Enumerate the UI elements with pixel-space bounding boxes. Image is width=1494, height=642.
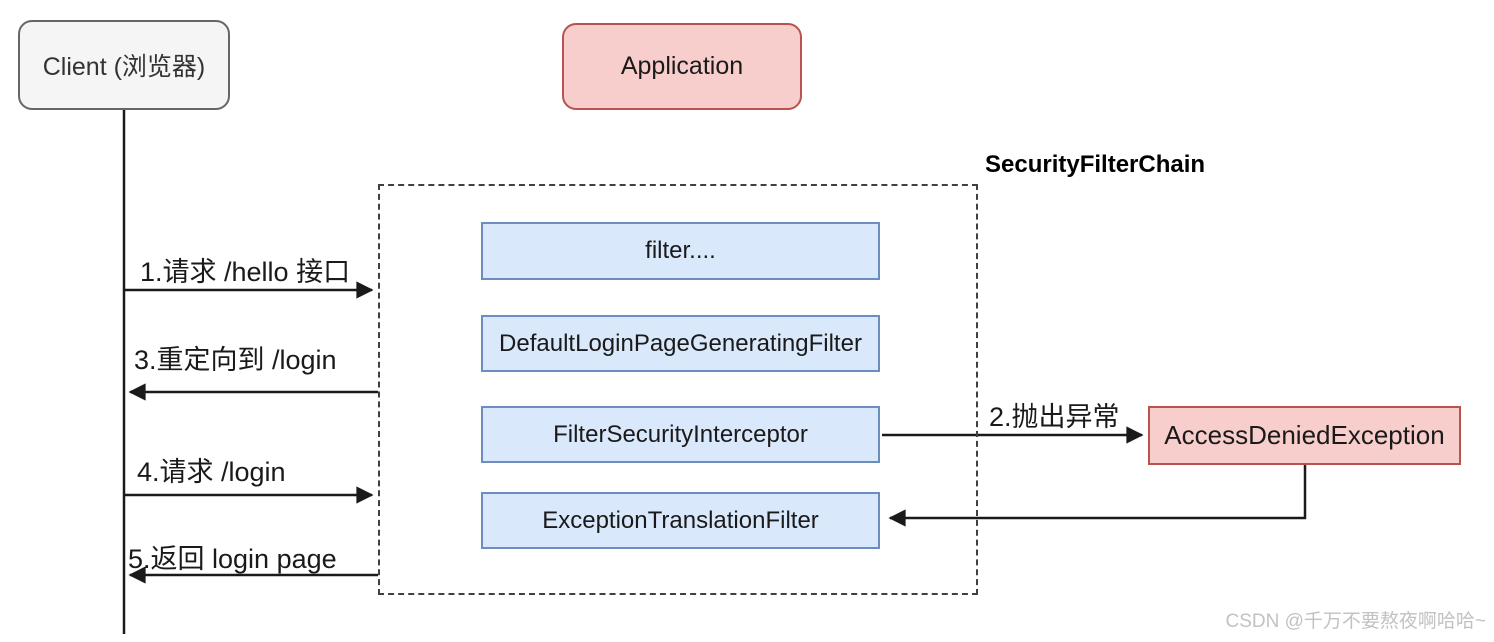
- edge-label-step3: 3.重定向到 /login: [134, 345, 337, 375]
- edge-label-step5: 5.返回 login page: [128, 544, 337, 574]
- edge-label-step4: 4.请求 /login: [137, 457, 286, 487]
- filter-node-filter-security-interceptor: FilterSecurityInterceptor: [481, 406, 880, 463]
- security-filter-chain-frame: [378, 184, 978, 595]
- filter-node-generic: filter....: [481, 222, 880, 280]
- application-node: Application: [562, 23, 802, 110]
- edge-label-step2: 2.抛出异常: [989, 402, 1120, 432]
- client-node-label: Client (浏览器): [42, 53, 206, 81]
- application-node-label: Application: [620, 52, 744, 80]
- client-node: Client (浏览器): [18, 20, 230, 110]
- filter-node-label: FilterSecurityInterceptor: [553, 420, 808, 448]
- access-denied-exception-node: AccessDeniedException: [1148, 406, 1461, 465]
- edge-label-step1: 1.请求 /hello 接口: [140, 257, 351, 287]
- filter-node-label: ExceptionTranslationFilter: [542, 506, 819, 534]
- filter-node-label: filter....: [645, 237, 716, 264]
- security-filter-chain-title: SecurityFilterChain: [985, 151, 1206, 178]
- csdn-watermark: CSDN @千万不要熬夜啊哈哈~: [1225, 611, 1487, 632]
- arrow-exception-return: [888, 465, 1307, 527]
- filter-node-default-login-page-generating: DefaultLoginPageGeneratingFilter: [481, 315, 880, 372]
- filter-node-exception-translation: ExceptionTranslationFilter: [481, 492, 880, 549]
- access-denied-exception-label: AccessDeniedException: [1164, 420, 1445, 450]
- filter-node-label: DefaultLoginPageGeneratingFilter: [499, 329, 862, 357]
